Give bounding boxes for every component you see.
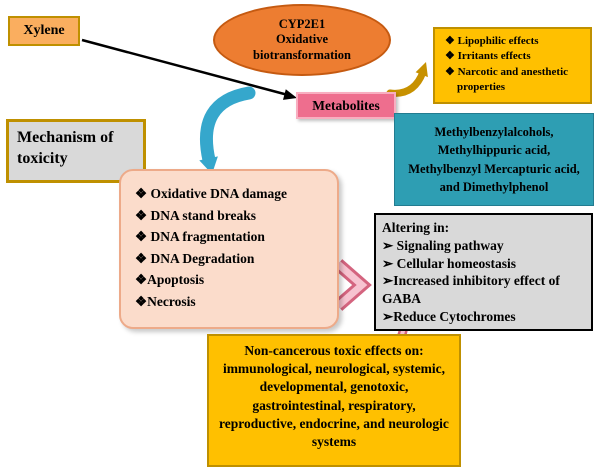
list-item: ❖ DNA Degradation — [135, 250, 255, 266]
chevron-arrow-dna-to-altering — [335, 261, 368, 309]
arrowhead-xylene-to-metabolites — [283, 89, 297, 100]
noncancerous-effects-box: Non-cancerous toxic effects on: immunolo… — [207, 334, 461, 467]
list-item: ❖ Lipophilic effects — [445, 35, 539, 47]
metabolites-node: Metabolites — [296, 92, 396, 119]
metabolite-products-box: Methylbenzylalcohols, Methylhippuric aci… — [394, 113, 594, 206]
list-item: ❖ DNA fragmentation — [135, 229, 265, 245]
list-item: ❖ Oxidative DNA damage — [135, 186, 287, 201]
arrow-metabolites-to-effects — [386, 68, 427, 97]
noncancerous-label: Non-cancerous toxic effects on: immunolo… — [219, 343, 449, 450]
chevron-arrow-dna-to-altering-outline — [333, 259, 372, 311]
list-item: ❖ DNA stand breaks — [135, 207, 257, 223]
list-item: ➢Reduce Cytochromes — [382, 309, 516, 325]
list-item: ❖Necrosis — [135, 293, 196, 309]
altering-box: Altering in: ➢ Signaling pathway ➢ Cellul… — [374, 213, 593, 331]
list-item: ❖ Irritants effects — [445, 50, 531, 63]
altering-title: Altering in: — [382, 220, 450, 235]
list-item: ➢Increased inhibitory effect of GABA — [382, 273, 560, 307]
list-item: ➢ Signaling pathway — [382, 237, 504, 253]
list-item: ➢ Cellular homeostasis — [382, 255, 517, 271]
metabolite-products-label: Methylbenzylalcohols, Methylhippuric aci… — [408, 125, 580, 194]
cyp2e1-label: CYP2E1 Oxidative biotransformation — [253, 16, 351, 62]
cyp2e1-ellipse: CYP2E1 Oxidative biotransformation — [213, 4, 391, 76]
altering-list: ➢ Signaling pathway ➢ Cellular homeostasi… — [382, 237, 585, 326]
metabolites-label: Metabolites — [312, 97, 380, 113]
list-item: ❖ Narcotic and anesthetic properties — [445, 65, 569, 94]
arrowhead-metabolites-to-effects — [415, 62, 428, 78]
xylene-node: Xylene — [8, 16, 80, 46]
effects-box: ❖ Lipophilic effects ❖ Irritants effects ❖… — [433, 27, 592, 104]
xylene-label: Xylene — [23, 23, 65, 38]
arrow-cyp2e1-to-dna-box — [199, 86, 256, 167]
list-item: ❖Apoptosis — [135, 272, 205, 288]
mechanism-label: Mechanism of toxicity — [17, 129, 114, 167]
dna-damage-box: ❖ Oxidative DNA damage ❖ DNA stand breaks… — [119, 169, 339, 329]
